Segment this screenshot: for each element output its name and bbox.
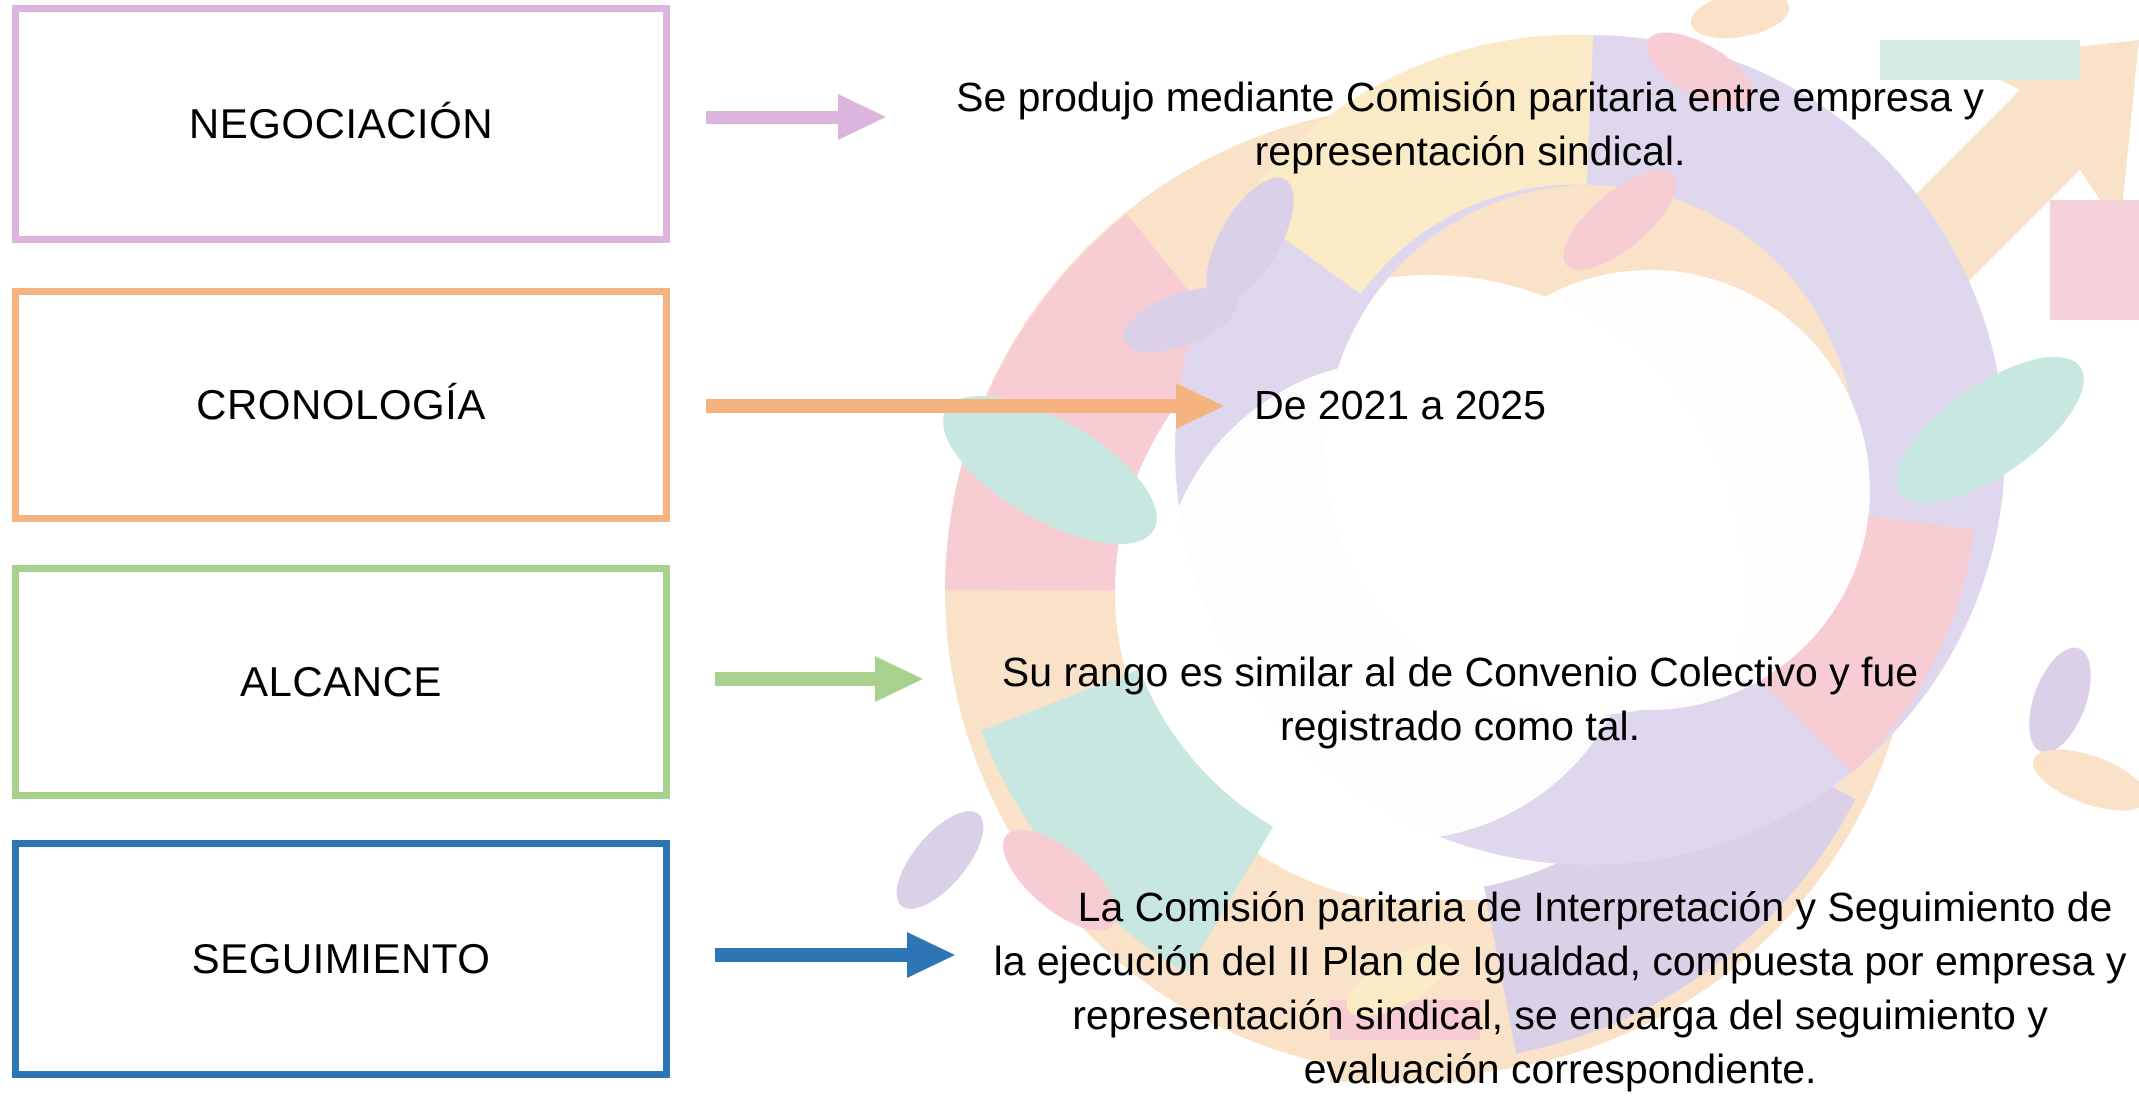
cronologia-box: CRONOLOGÍA [12,288,670,522]
negociacion-label: NEGOCIACIÓN [188,100,494,147]
seguimiento-box: SEGUIMIENTO [12,840,670,1078]
negociacion-arrow-icon [706,94,886,140]
seguimiento-arrow-icon [715,932,955,978]
negociacion-box: NEGOCIACIÓN [12,5,670,243]
alcance-arrow-icon [715,656,923,702]
alcance-description: Su rango es similar al de Convenio Colec… [1001,649,1919,749]
negociacion-description: Se produjo mediante Comisión paritaria e… [956,74,1984,174]
seguimiento-label: SEGUIMIENTO [191,935,491,982]
alcance-label: ALCANCE [240,658,442,705]
cronologia-arrow-icon [706,383,1224,429]
alcance-box: ALCANCE [12,565,670,799]
seguimiento-description: La Comisión paritaria de Interpretación … [993,884,2127,1092]
cronologia-label: CRONOLOGÍA [196,381,486,428]
cronologia-description: De 2021 a 2025 [1254,382,1546,428]
